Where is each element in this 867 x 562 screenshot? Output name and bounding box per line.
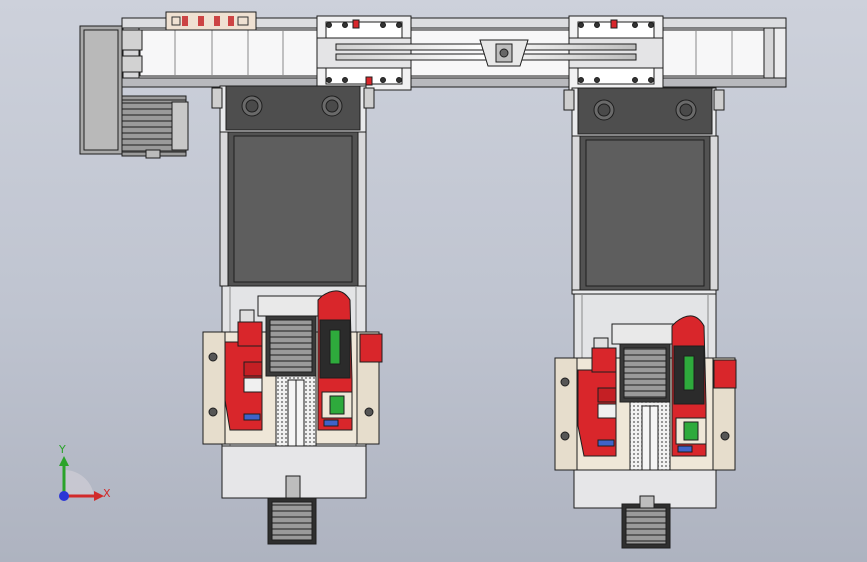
- rail-label-plate: [165, 11, 257, 31]
- left-vertical-axis: [211, 85, 375, 499]
- x-axis-label: X: [103, 487, 111, 500]
- right-head-assembly[interactable]: [554, 315, 737, 497]
- left-bottom-motor: [221, 445, 367, 545]
- connecting-rod: [335, 39, 637, 67]
- coordinate-triad: Y X: [58, 443, 111, 501]
- y-axis-arrowhead: [59, 456, 69, 466]
- x-axis-arrowhead: [94, 491, 104, 501]
- z-axis-dot: [59, 491, 69, 501]
- y-axis-label: Y: [58, 443, 66, 456]
- top-carriage-left[interactable]: [316, 15, 412, 91]
- top-carriage-right[interactable]: [568, 15, 664, 91]
- right-bottom-motor: [573, 469, 717, 549]
- top-servo-motor: [79, 25, 189, 159]
